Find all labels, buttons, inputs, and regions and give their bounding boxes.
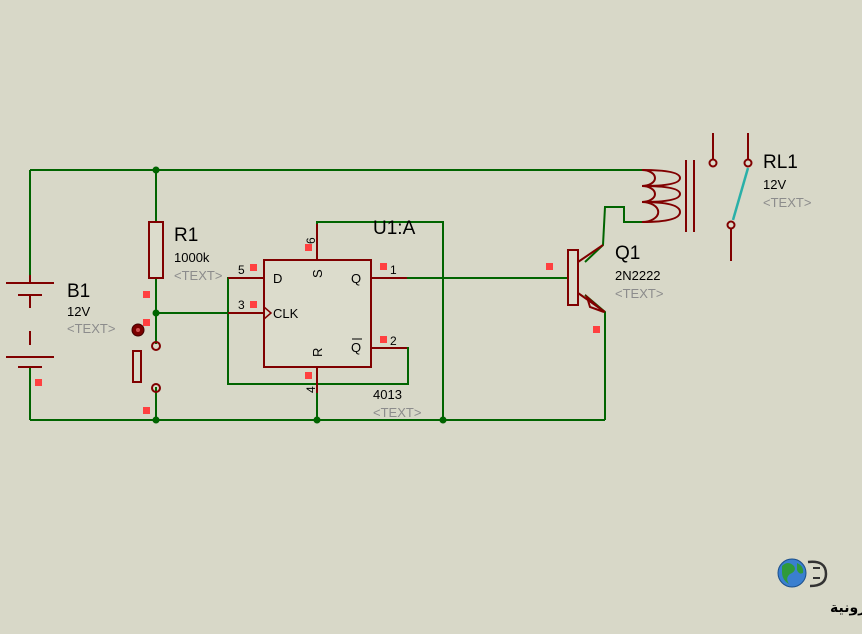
q1-ref-label: Q1 [615, 243, 640, 264]
logic-state-markers [35, 244, 600, 414]
battery-b1[interactable] [6, 275, 54, 368]
junction-dot [152, 309, 160, 317]
rl1-ref-label: RL1 [763, 152, 798, 173]
b1-text-placeholder: <TEXT> [67, 321, 115, 336]
ic-u1a-body[interactable] [263, 259, 372, 368]
u1-value-label: 4013 [373, 387, 402, 402]
pin-number-6: 6 [304, 237, 318, 244]
junction-dot [313, 416, 321, 424]
rl1-value-label: 12V [763, 177, 786, 192]
pin-label-qbar: Q [351, 340, 361, 355]
pin-number-5: 5 [238, 263, 245, 277]
b1-ref-label: B1 [67, 281, 90, 302]
q1-value-label: 2N2222 [615, 268, 661, 283]
plug-icon [807, 560, 828, 588]
wire-emitter[interactable] [584, 294, 606, 420]
push-button[interactable] [132, 341, 161, 393]
pin-label-clk: CLK [273, 306, 299, 321]
relay-switch-arm [731, 167, 750, 221]
pin-number-3: 3 [238, 298, 245, 312]
pin-label-s: S [310, 269, 325, 278]
pin-label-q: Q [351, 271, 361, 286]
u1-ref-label: U1:A [373, 218, 416, 239]
r1-text-placeholder: <TEXT> [174, 268, 222, 283]
ic-pin-stubs [228, 224, 407, 393]
probe-marker-icon [131, 323, 145, 337]
junction-dot [439, 416, 447, 424]
relay-rl1-coil[interactable] [641, 160, 695, 232]
pin-number-2: 2 [390, 334, 397, 348]
junction-dot [152, 166, 160, 174]
pin-label-r: R [310, 348, 325, 357]
resistor-r1[interactable] [148, 221, 164, 279]
u1-text-placeholder: <TEXT> [373, 405, 421, 420]
pin-number-1: 1 [390, 263, 397, 277]
relay-rl1-contacts[interactable] [708, 133, 753, 261]
pin-label-d: D [273, 271, 282, 286]
q1-text-placeholder: <TEXT> [615, 286, 663, 301]
clock-triangle-icon [263, 306, 273, 320]
emitter-arrow-icon [585, 293, 605, 313]
junctions [152, 166, 447, 424]
r1-ref-label: R1 [174, 225, 198, 246]
rl1-text-placeholder: <TEXT> [763, 195, 811, 210]
site-logo: القرية الالكترونية [777, 558, 862, 616]
pin-number-4: 4 [304, 386, 318, 393]
transistor-q1[interactable] [567, 244, 606, 313]
r1-value-label: 1000k [174, 250, 210, 265]
logo-text: القرية الالكترونية [830, 600, 862, 616]
b1-value-label: 12V [67, 304, 90, 319]
junction-dot [152, 416, 160, 424]
